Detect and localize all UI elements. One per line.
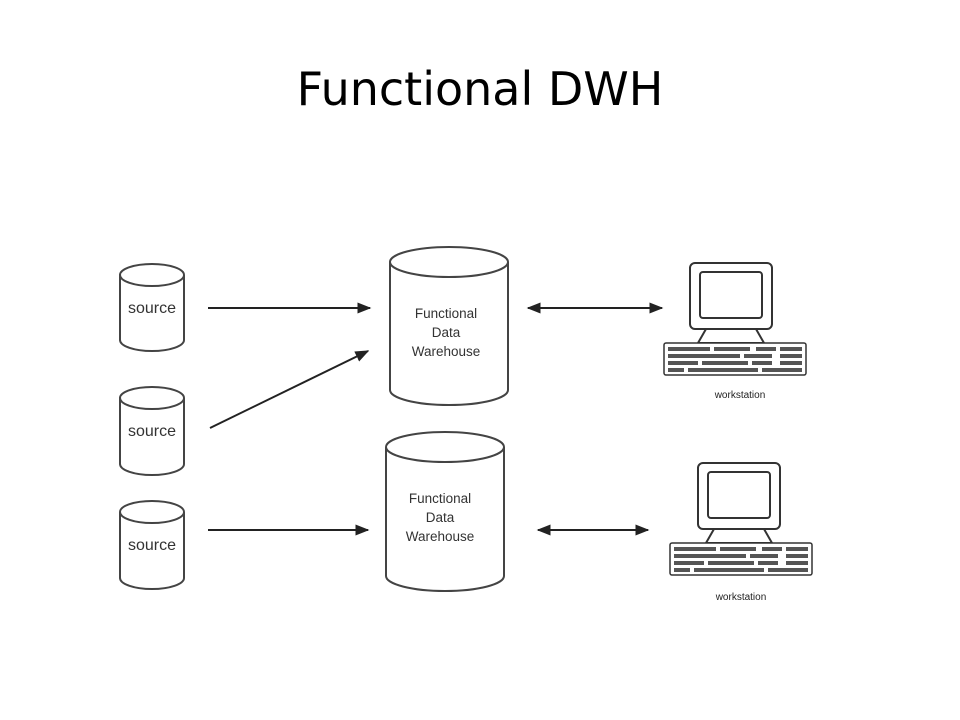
source-cylinder-2: source xyxy=(119,386,185,476)
workstation-label: workstation xyxy=(715,592,767,603)
warehouse-label-line2: Data xyxy=(426,510,455,525)
workstation-icon: workstation xyxy=(669,462,813,603)
workstation-label: workstation xyxy=(714,390,766,401)
warehouse-label-line3: Warehouse xyxy=(412,344,481,359)
warehouse-label-line3: Warehouse xyxy=(406,529,475,544)
source-label: source xyxy=(128,537,176,554)
warehouse-label-line1: Functional xyxy=(415,306,477,321)
source-cylinder-1: source xyxy=(119,263,185,352)
arrow-source2-to-dwh1 xyxy=(209,350,370,429)
functional-dwh-2: Functional Data Warehouse xyxy=(385,431,505,592)
functional-dwh-1: Functional Data Warehouse xyxy=(389,246,509,406)
source-cylinder-3: source xyxy=(119,500,185,590)
source-label: source xyxy=(128,300,176,317)
workstation-icon: workstation xyxy=(663,262,807,401)
slide-title: Functional DWH xyxy=(296,62,664,116)
source-label: source xyxy=(128,423,176,440)
warehouse-label-line2: Data xyxy=(432,325,461,340)
warehouse-label-line1: Functional xyxy=(409,491,471,506)
